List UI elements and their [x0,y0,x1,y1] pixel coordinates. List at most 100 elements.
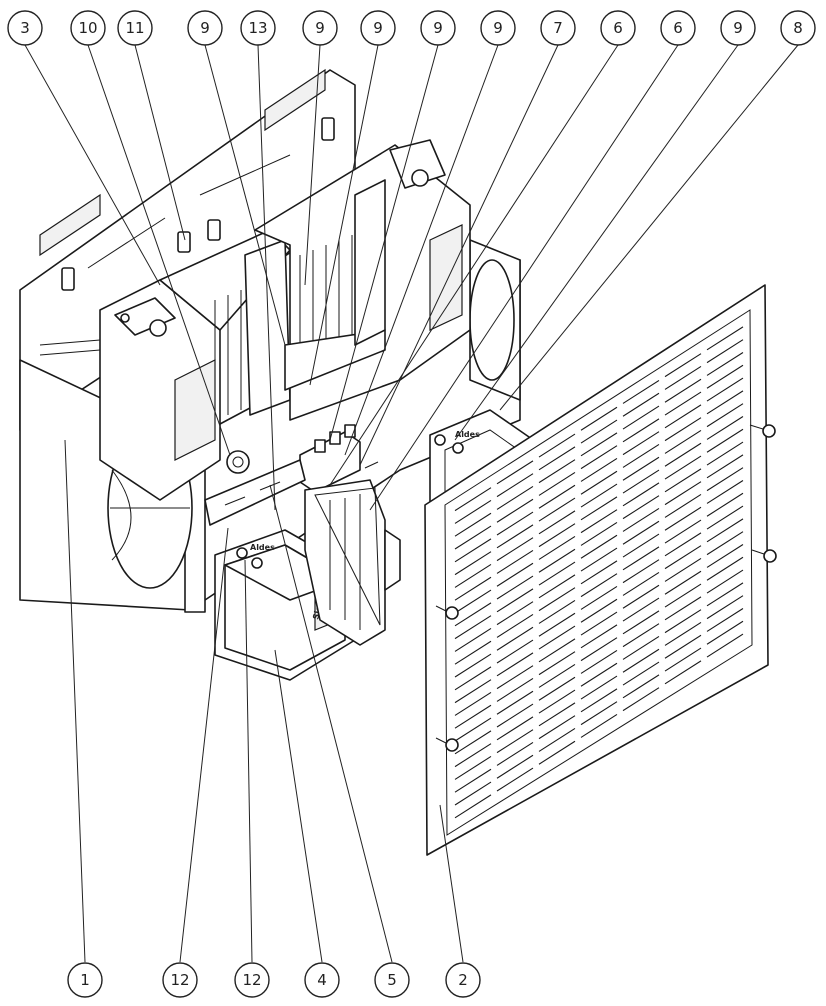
grille-slot [622,444,660,468]
grille-slot [538,459,576,484]
grille-slot [454,781,492,806]
grille-slot [496,716,534,741]
grille-fastener-4 [435,737,459,752]
grille-slot [538,446,576,471]
balloon-top-label: 9 [433,19,443,37]
grille-slot [496,537,534,562]
grille-slot [496,511,534,536]
grille-slot [496,626,534,651]
balloon-top-8: 9 [420,10,456,46]
balloon-top-label: 9 [733,19,743,37]
grille-slot [664,404,702,429]
grille-slot [538,715,576,740]
balloon-top-10: 7 [540,10,576,46]
grille-fastener-1 [749,424,776,438]
grille-slot [538,651,576,676]
grille-slot [580,560,618,585]
grille-slot [622,456,660,481]
grille-slot [706,403,744,428]
grille-slot [454,551,492,576]
grille-slot [580,573,618,598]
grille-slot [706,480,744,504]
grille-slot [454,704,492,729]
grille-slot [706,518,744,543]
grille-slot [706,582,744,607]
balloon-top-13: 9 [720,10,756,46]
balloon-top-label: 7 [553,19,563,37]
grille-slot [496,460,534,485]
standoff-top [321,117,335,141]
grille-slot [580,458,618,482]
grille-slot [538,548,576,573]
grille-slot [454,653,492,678]
grille-slot [538,510,576,535]
grille-slot [538,484,576,509]
balloon-bottom-label: 1 [80,971,90,989]
grille-slot [580,701,618,726]
grille-slot [622,508,660,532]
balloon-bottom-6: 2 [445,962,481,998]
grille-slot [454,666,492,691]
grille-slot [538,433,576,458]
grille-slot [496,473,534,498]
grille-slot [496,652,534,677]
grille-slot [706,492,744,517]
grille-slot [496,665,534,690]
grille-slot [706,339,744,364]
balloon-top-5: 13 [240,10,276,46]
grille-slot [664,583,702,608]
grille-slot [706,441,744,466]
balloon-top-label: 9 [373,19,383,37]
grille-slot [622,380,660,404]
balloon-top-label: 9 [315,19,325,37]
left-filter-frame [99,229,291,501]
grille-slot [580,586,618,610]
balloon-top-2: 10 [70,10,106,46]
grille-slot [664,353,702,378]
grille-slot [496,562,534,587]
grille-slot [580,662,618,687]
grille-slot [454,768,492,793]
front-grille [424,284,777,856]
grille-slot [580,688,618,713]
grille-slot [580,547,618,572]
grille-slot [706,569,744,594]
grille-slot [580,675,618,700]
grille-slot [538,689,576,714]
grille-slot [454,538,492,563]
grille-slot [538,625,576,650]
grille-slot [622,482,660,507]
grille-slot [664,442,702,467]
grille-slot [580,483,618,508]
grille-slot [664,430,702,454]
grille-slot [454,602,492,627]
grille-slot [706,544,744,568]
grille-slot [664,494,702,518]
grille-slots [454,326,744,819]
grille-slot [538,663,576,688]
balloon-bottom-label: 12 [242,971,261,989]
grille-slot [580,637,618,662]
balloon-top-label: 8 [793,19,803,37]
balloon-top-label: 3 [20,19,30,37]
grille-fastener-3 [435,605,459,620]
grille-slot [496,677,534,702]
grille-slot [664,545,702,570]
grille-slot [580,522,618,546]
grille-slot [622,597,660,622]
grille-slot [538,523,576,548]
mounting-rail [204,459,306,526]
grille-slot [580,624,618,649]
grille-slot [496,767,534,792]
grille-slot [496,549,534,574]
balloon-top-4: 9 [187,10,223,46]
balloon-top-6: 9 [302,10,338,46]
balloon-top-label: 6 [673,19,683,37]
motor-small-label: Aldes [250,543,275,552]
grille-slot [706,620,744,645]
grille-slot [538,612,576,637]
grille-slot [580,419,618,444]
grille-slot [496,613,534,638]
